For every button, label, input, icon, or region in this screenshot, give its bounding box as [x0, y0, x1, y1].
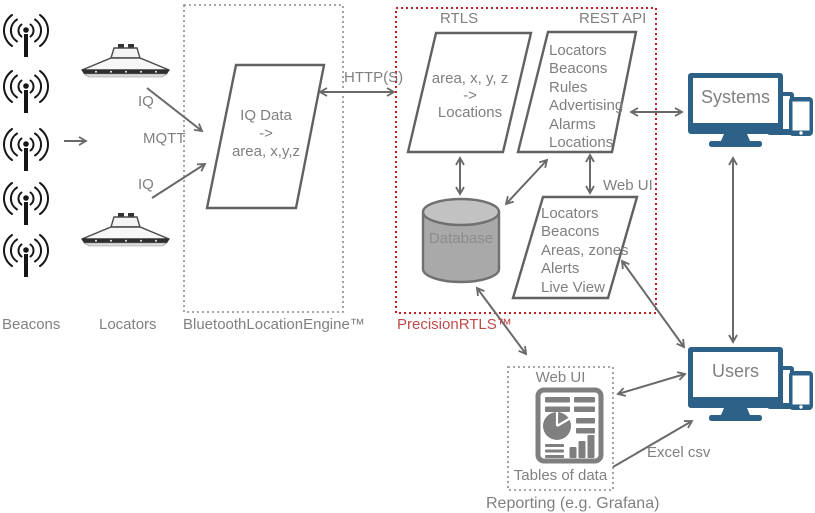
- rest-api-title: REST API: [579, 10, 647, 27]
- beacon-icon: [2, 182, 50, 226]
- ble-node-text: IQ Data -> area, x,y,z: [231, 107, 301, 160]
- https-label: HTTP(S): [344, 69, 404, 86]
- locator-icon: [80, 212, 171, 247]
- systems-label: Systems: [700, 87, 770, 107]
- webui-node: [511, 195, 639, 300]
- mqtt-label: MQTT: [143, 130, 186, 147]
- arrow-reporting-users: [616, 371, 687, 397]
- arrow-database-reporting: [475, 286, 528, 356]
- rtls-title: RTLS: [440, 10, 479, 27]
- locator-icon: [80, 43, 171, 78]
- database-cylinder: [421, 197, 501, 284]
- users-label: Users: [711, 361, 759, 381]
- beacon-icon: [2, 70, 50, 114]
- rest-api-node-text: Locators Beacons Rules Advertising Alarm…: [549, 42, 624, 152]
- locators-caption: Locators: [99, 316, 157, 333]
- users-devices-icon: [688, 347, 813, 421]
- reporting-caption: Reporting (e.g. Grafana): [486, 495, 660, 512]
- iq-bottom-label: IQ: [138, 176, 154, 193]
- ble-node: [205, 63, 326, 210]
- database-label: Database: [428, 230, 494, 247]
- report-document-icon: [538, 390, 601, 461]
- reporting-webui-label: Web UI: [535, 369, 586, 386]
- rest-api-node: [516, 30, 638, 154]
- beacon-icon: [2, 128, 50, 172]
- webui-node-text: Locators Beacons Areas, zones Alerts Liv…: [541, 205, 629, 296]
- systems-devices-icon: [688, 73, 813, 147]
- arrow-webui-users: [620, 259, 686, 349]
- beacon-icon: [2, 234, 50, 278]
- beacon-icon: [2, 14, 50, 58]
- ble-box: [183, 4, 344, 313]
- arrow-iq-top: [146, 87, 204, 133]
- tables-of-data-label: Tables of data: [513, 467, 608, 484]
- webui-arrow-label: Web UI: [603, 177, 653, 194]
- reporting-box: [507, 366, 614, 491]
- excel-csv-label: Excel csv: [647, 444, 711, 461]
- rtls-node: [406, 31, 533, 154]
- iq-top-label: IQ: [138, 93, 154, 110]
- arrow-restapi-database: [504, 158, 549, 206]
- precision-rtls-caption: PrecisionRTLS™: [397, 316, 512, 333]
- beacons-caption: Beacons: [2, 316, 61, 333]
- rtls-node-text: area, x, y, z -> Locations: [431, 70, 509, 121]
- ble-caption: BluetoothLocationEngine™: [183, 316, 365, 333]
- arrow-excel-users: [612, 420, 694, 468]
- arrow-iq-bottom: [151, 163, 207, 199]
